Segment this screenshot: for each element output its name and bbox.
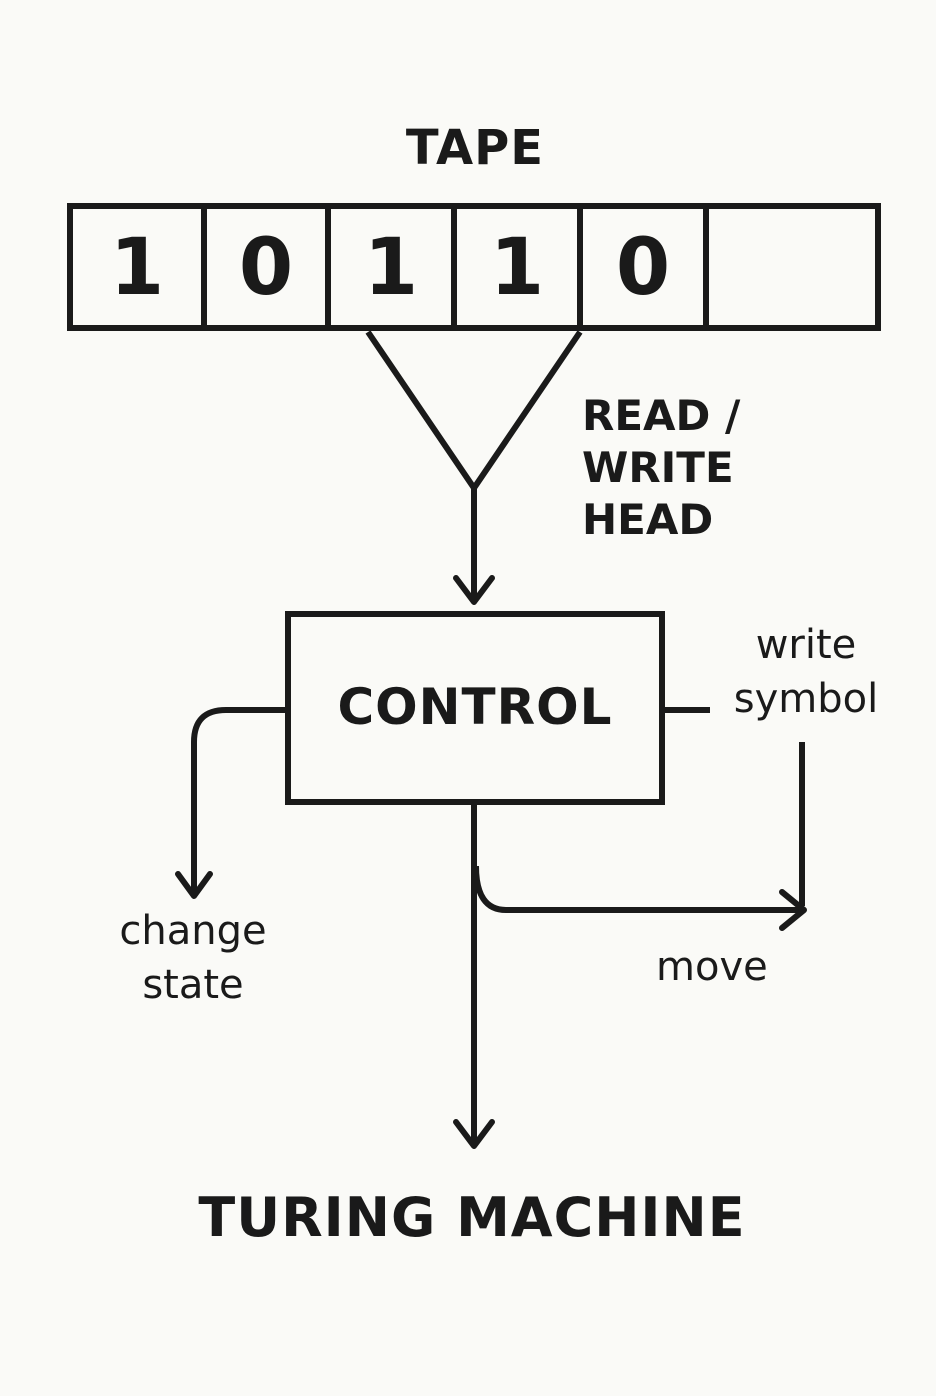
tape-cell: 1 xyxy=(489,223,545,313)
change-state-line: change xyxy=(119,908,267,954)
tape-title: TAPE xyxy=(405,120,545,176)
tape-cell: 0 xyxy=(615,223,671,313)
move-arrow xyxy=(473,865,802,913)
head-label-line: HEAD xyxy=(582,495,714,544)
move-arrowhead xyxy=(779,889,807,931)
change-state-arrowhead xyxy=(175,871,213,899)
change-state-line: state xyxy=(142,962,244,1008)
head-to-control-arrowhead xyxy=(453,575,495,605)
write-symbol-line: write xyxy=(755,622,857,668)
read-write-head-label: READ / WRITE HEAD xyxy=(582,390,740,546)
head-label-line: WRITE xyxy=(582,443,734,492)
tape-cell: 0 xyxy=(238,223,294,313)
move-label: move xyxy=(656,944,768,990)
turing-machine-title: TURING MACHINE xyxy=(198,1186,746,1249)
write-symbol-label: write symbol xyxy=(722,618,890,726)
tape-box xyxy=(67,203,881,331)
write-symbol-line: symbol xyxy=(733,676,879,722)
tape-cell-blank xyxy=(706,208,878,328)
read-write-head-triangle xyxy=(365,330,583,494)
control-label: CONTROL xyxy=(337,678,613,736)
control-to-machine-arrowhead xyxy=(453,1119,495,1149)
change-state-label: change state xyxy=(100,904,286,1012)
tape-cell: 1 xyxy=(363,223,419,313)
head-label-line: READ / xyxy=(582,391,741,440)
tape-cell: 1 xyxy=(109,223,165,313)
change-state-arrow xyxy=(191,707,286,896)
